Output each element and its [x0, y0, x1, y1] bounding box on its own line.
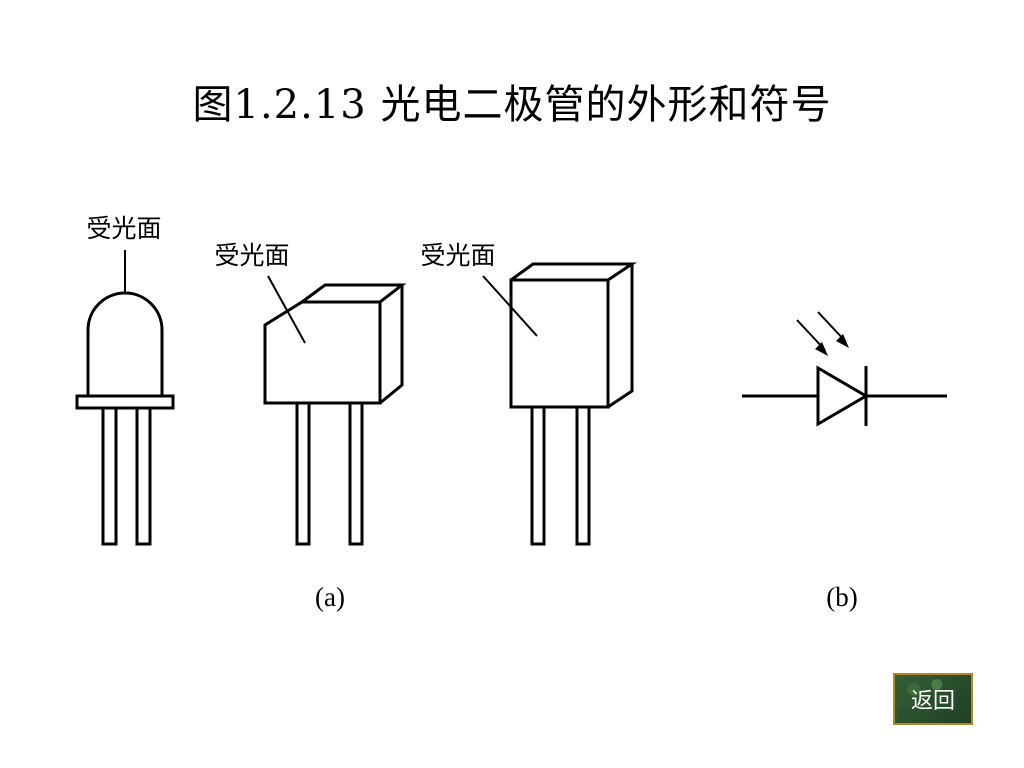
- box-lead-right: [575, 405, 591, 546]
- back-button[interactable]: 返回: [893, 673, 973, 725]
- light-face-label-2: 受光面: [214, 241, 289, 270]
- diode-triangle: [816, 365, 869, 427]
- bevel-side-face: [379, 285, 404, 405]
- caption-a: (a): [315, 582, 345, 612]
- box-side-face: [607, 264, 634, 409]
- box-lead-left: [530, 405, 546, 546]
- dome-flange: [75, 394, 175, 410]
- photodiode-package-box: [482, 262, 637, 546]
- box-label-pointer: [482, 275, 538, 337]
- dome-body: [86, 291, 164, 396]
- bevel-lead-left: [295, 401, 311, 546]
- light-face-label-3: 受光面: [420, 241, 495, 270]
- caption-b: (b): [826, 582, 857, 612]
- bevel-label-pointer: [267, 275, 306, 344]
- slide-title: 图1.2.13 光电二极管的外形和符号: [192, 82, 832, 128]
- incident-light-arrows-icon: [796, 311, 849, 356]
- bevel-top-face: [301, 283, 407, 304]
- photodiode-symbol: [742, 311, 947, 427]
- bevel-front-face: [263, 300, 382, 405]
- dome-lead-right: [135, 406, 152, 546]
- light-face-label-1: 受光面: [86, 214, 161, 243]
- box-top-face: [510, 262, 637, 282]
- photodiode-package-dome: [75, 250, 175, 546]
- box-front-face: [509, 278, 610, 409]
- bevel-lead-right: [348, 401, 364, 546]
- dome-lead-left: [101, 406, 118, 546]
- photodiode-package-bevel: [263, 275, 407, 546]
